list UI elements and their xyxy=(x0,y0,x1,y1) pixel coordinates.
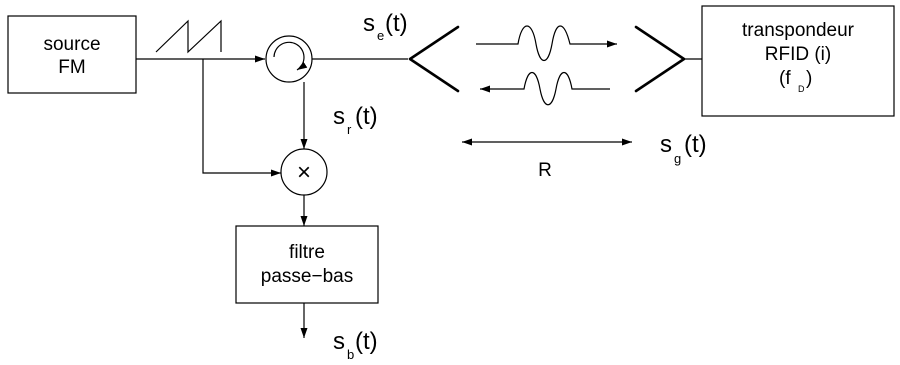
svg-text:b: b xyxy=(347,347,354,362)
svg-text:(t): (t) xyxy=(355,103,378,130)
svg-text:r: r xyxy=(347,122,352,137)
svg-text:s: s xyxy=(333,328,345,355)
source-fm-label-line1: source xyxy=(43,34,100,55)
transponder-label-line1: transpondeur xyxy=(742,20,855,41)
distance-label: R xyxy=(538,160,552,181)
circulator-arrow-icon xyxy=(273,41,308,71)
transponder-label-line3-sub: D xyxy=(798,84,805,94)
svg-text:(t): (t) xyxy=(385,10,408,37)
forward-wave-arrow xyxy=(476,25,617,62)
source-fm-block: source FM xyxy=(7,15,137,94)
transponder-label-line2: RFID (i) xyxy=(765,44,831,65)
svg-text:e: e xyxy=(377,28,384,43)
transponder-label-line3-close: ) xyxy=(806,68,812,89)
reader-antenna xyxy=(408,25,460,93)
signal-sb-label: s b (t) xyxy=(333,328,378,362)
transponder-label-line3-open: (f xyxy=(779,68,791,89)
sawtooth-icon xyxy=(155,19,222,54)
branch-to-mixer-line xyxy=(202,59,281,177)
tag-antenna xyxy=(634,25,686,93)
signal-se-label: s e (t) xyxy=(363,10,408,43)
circulator xyxy=(265,35,313,83)
mixer-symbol: × xyxy=(297,159,311,186)
svg-text:s: s xyxy=(363,10,375,37)
mixer: × xyxy=(280,148,328,196)
backscatter-wave-arrow xyxy=(480,71,610,106)
transponder-block: transpondeur RFID (i) (f D ) xyxy=(701,5,895,117)
signal-sg-label: s g (t) xyxy=(660,131,707,166)
filter-label-line2: passe−bas xyxy=(261,266,353,287)
svg-text:g: g xyxy=(674,151,681,166)
signal-sr-label: s r (t) xyxy=(333,103,378,137)
svg-text:(t): (t) xyxy=(684,131,707,158)
filter-label-line1: filtre xyxy=(289,242,325,263)
svg-text:s: s xyxy=(660,131,672,158)
svg-text:(t): (t) xyxy=(355,328,378,355)
svg-text:s: s xyxy=(333,103,345,130)
source-fm-label-line2: FM xyxy=(58,57,85,78)
filter-block: filtre passe−bas xyxy=(235,225,379,304)
